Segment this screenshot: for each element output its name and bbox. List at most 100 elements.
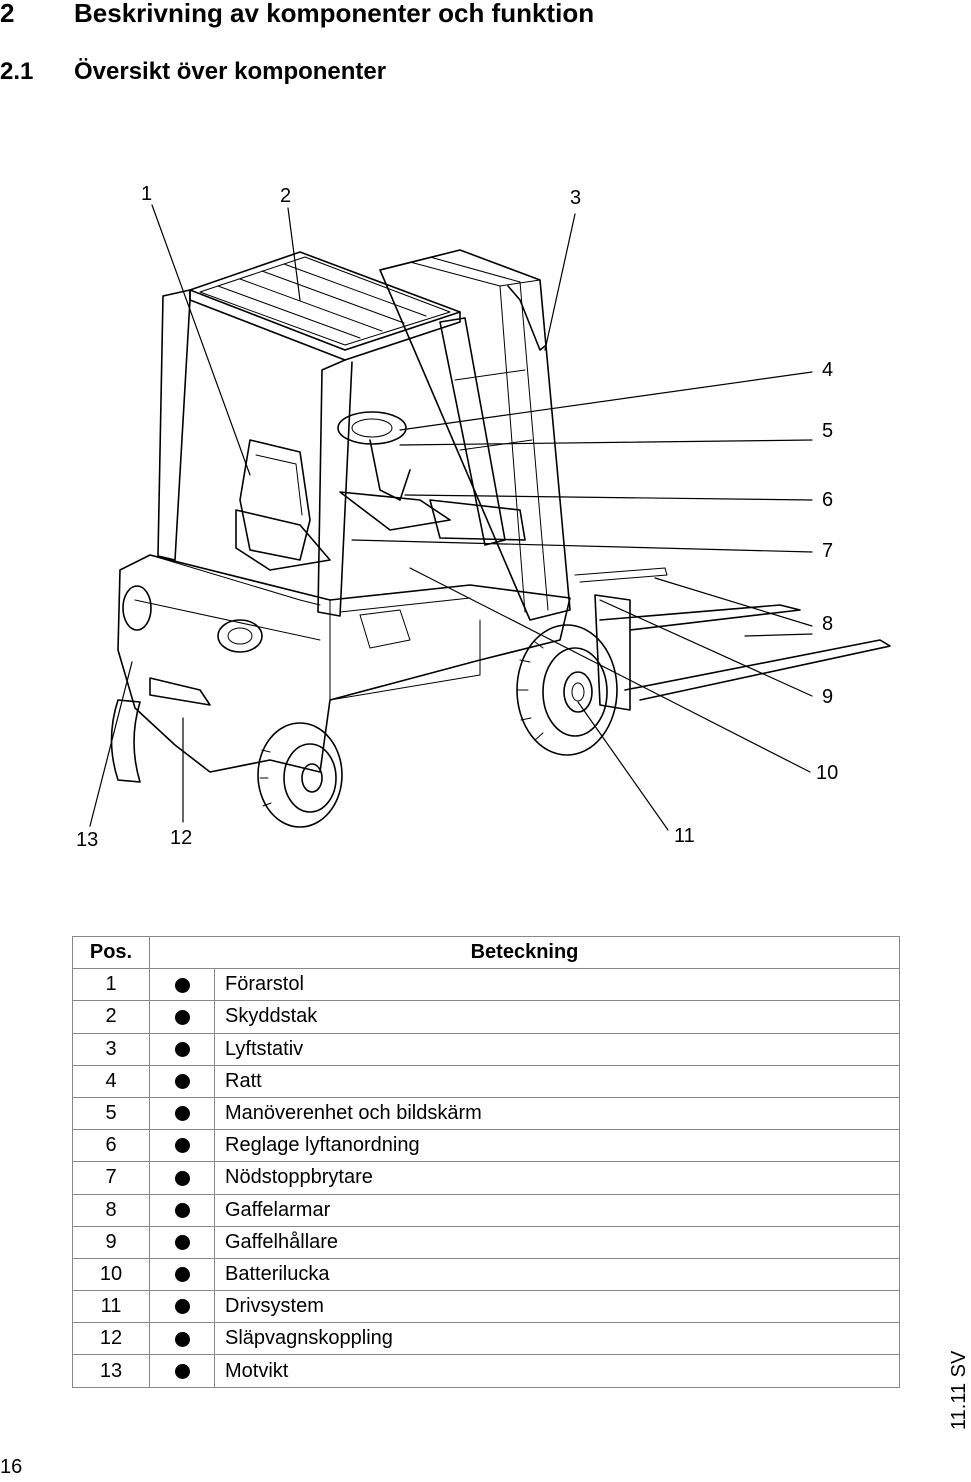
row-label: Ratt bbox=[214, 1064, 900, 1098]
bullet-icon bbox=[174, 977, 190, 993]
row-position: 8 bbox=[72, 1193, 150, 1227]
row-bullet bbox=[149, 968, 215, 1002]
table-row: 8 Gaffelarmar bbox=[72, 1193, 900, 1227]
seat bbox=[235, 439, 331, 571]
chapter-number: 2 bbox=[0, 0, 15, 28]
row-label: Gaffelhållare bbox=[214, 1225, 900, 1259]
steering-wheel bbox=[337, 411, 526, 541]
row-label: Batterilucka bbox=[214, 1257, 900, 1292]
row-label: Släpvagnskoppling bbox=[214, 1322, 900, 1356]
table-row: 7 Nödstoppbrytare bbox=[72, 1161, 900, 1195]
row-label: Manöverenhet och bildskärm bbox=[214, 1096, 900, 1131]
row-position: 12 bbox=[72, 1322, 150, 1356]
row-position: 3 bbox=[72, 1032, 150, 1066]
pos-column-header: Pos. bbox=[72, 935, 150, 970]
drive-wheel bbox=[516, 624, 618, 756]
section-title: Översikt över komponenter bbox=[74, 58, 387, 85]
callout-10: 10 bbox=[816, 762, 839, 784]
row-label: Drivsystem bbox=[214, 1290, 900, 1324]
callout-11: 11 bbox=[674, 825, 695, 847]
callout-13: 13 bbox=[76, 829, 99, 851]
callout-3: 3 bbox=[570, 187, 582, 209]
bullet-icon bbox=[174, 1202, 190, 1218]
bullet-icon bbox=[174, 1074, 190, 1090]
row-bullet bbox=[149, 1000, 215, 1034]
callout-8: 8 bbox=[822, 613, 834, 635]
row-position: 7 bbox=[72, 1161, 150, 1195]
mast bbox=[379, 249, 571, 621]
row-label: Förarstol bbox=[214, 968, 900, 1002]
row-bullet bbox=[149, 1257, 215, 1292]
row-bullet bbox=[149, 1064, 215, 1098]
table-row: 4 Ratt bbox=[72, 1064, 900, 1098]
row-position: 6 bbox=[72, 1129, 150, 1163]
table-row: 9 Gaffelhållare bbox=[72, 1225, 900, 1259]
overhead-guard bbox=[157, 251, 506, 617]
row-position: 1 bbox=[72, 968, 150, 1002]
callout-7: 7 bbox=[822, 540, 834, 562]
table-row: 1 Förarstol bbox=[72, 968, 900, 1002]
row-label: Lyftstativ bbox=[214, 1032, 900, 1066]
bullet-icon bbox=[174, 1363, 190, 1379]
table-row: 10 Batterilucka bbox=[72, 1257, 900, 1292]
bullet-icon bbox=[174, 1235, 190, 1250]
row-bullet bbox=[149, 1225, 215, 1259]
leader-lines bbox=[89, 204, 813, 831]
bullet-icon bbox=[174, 1138, 190, 1154]
row-label: Motvikt bbox=[214, 1354, 900, 1388]
table-row: 5 Manöverenhet och bildskärm bbox=[72, 1096, 900, 1131]
bullet-icon bbox=[174, 1041, 190, 1057]
section-number: 2.1 bbox=[0, 58, 34, 85]
label-column-header: Beteckning bbox=[149, 935, 900, 970]
table-row: 12 Släpvagnskoppling bbox=[72, 1322, 900, 1356]
chapter-title: Beskrivning av komponenter och funktion bbox=[74, 0, 595, 28]
row-label: Gaffelarmar bbox=[214, 1193, 900, 1227]
bullet-icon bbox=[174, 1267, 190, 1283]
callout-6: 6 bbox=[822, 489, 834, 511]
row-bullet bbox=[149, 1322, 215, 1356]
section-heading: 2.1 Översikt över komponenter bbox=[0, 58, 386, 86]
callout-4: 4 bbox=[822, 359, 834, 381]
bullet-icon bbox=[174, 1009, 190, 1025]
table-row: 6 Reglage lyftanordning bbox=[72, 1129, 900, 1163]
row-label: Reglage lyftanordning bbox=[214, 1129, 900, 1163]
callout-5: 5 bbox=[822, 420, 834, 442]
row-position: 9 bbox=[72, 1225, 150, 1259]
row-position: 5 bbox=[72, 1096, 150, 1131]
row-position: 13 bbox=[72, 1354, 150, 1388]
forks bbox=[574, 567, 891, 711]
chapter-heading: 2 Beskrivning av komponenter och funktion bbox=[0, 0, 594, 29]
row-label: Nödstoppbrytare bbox=[214, 1161, 900, 1195]
row-bullet bbox=[149, 1096, 215, 1131]
chassis bbox=[117, 554, 571, 773]
row-position: 10 bbox=[72, 1257, 150, 1292]
bullet-icon bbox=[174, 1299, 190, 1315]
bullet-icon bbox=[174, 1170, 190, 1186]
callout-9: 9 bbox=[822, 686, 834, 708]
bullet-icon bbox=[174, 1331, 190, 1347]
row-bullet bbox=[149, 1354, 215, 1388]
page-number: 16 bbox=[0, 1456, 23, 1478]
row-bullet bbox=[149, 1129, 215, 1163]
table-row: 3 Lyftstativ bbox=[72, 1032, 900, 1066]
row-bullet bbox=[149, 1290, 215, 1324]
steer-wheel bbox=[257, 722, 343, 828]
row-position: 4 bbox=[72, 1064, 150, 1098]
callout-1: 1 bbox=[141, 183, 153, 205]
row-bullet bbox=[149, 1032, 215, 1066]
row-bullet bbox=[149, 1193, 215, 1227]
left-rear-wheel bbox=[110, 699, 141, 783]
forklift-illustration bbox=[89, 204, 891, 831]
legend-header-row: Pos. Beteckning bbox=[72, 935, 900, 970]
row-position: 2 bbox=[72, 1000, 150, 1034]
version-label: 11.11 SV bbox=[948, 1350, 970, 1430]
callout-2: 2 bbox=[280, 185, 292, 207]
bullet-icon bbox=[174, 1106, 190, 1122]
row-bullet bbox=[149, 1161, 215, 1195]
table-row: 13 Motvikt bbox=[72, 1354, 900, 1388]
callout-12: 12 bbox=[170, 827, 193, 849]
